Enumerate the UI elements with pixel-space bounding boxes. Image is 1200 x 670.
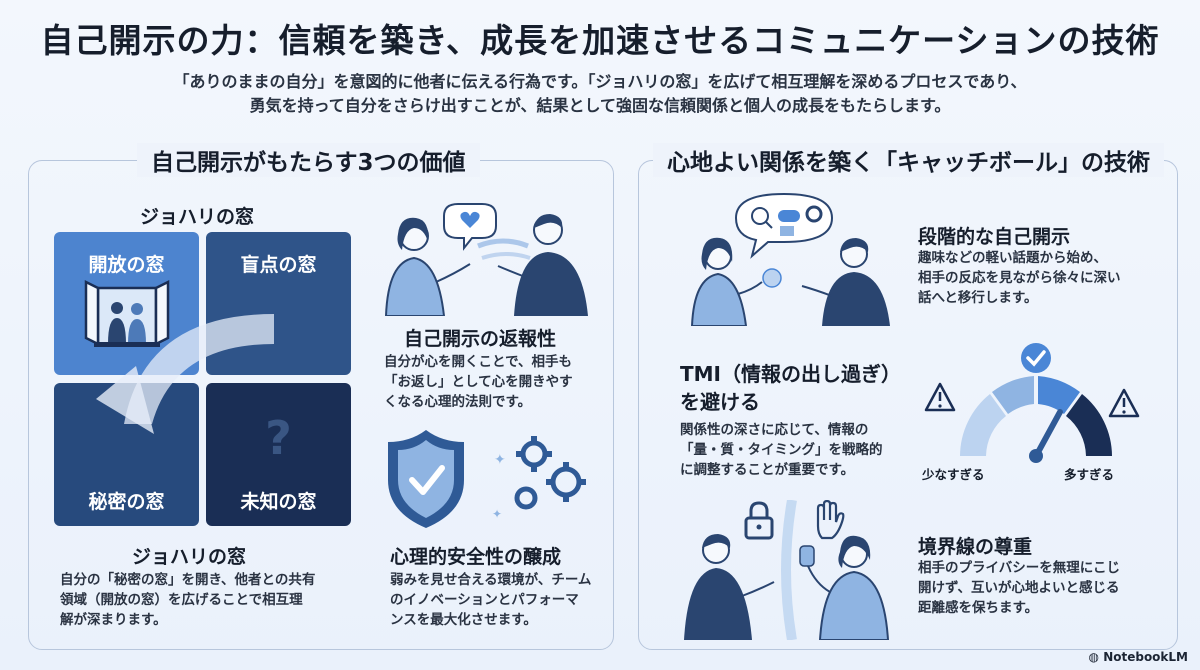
svg-text:✦: ✦ bbox=[494, 452, 506, 468]
reciprocity-text: 自分が心を開くことで、相手も 「お返し」として心を開きやす くなる心理的法則です… bbox=[384, 352, 573, 412]
psychological-safety-illustration: ✦ ✦ bbox=[388, 430, 586, 528]
tmi-heading-line-2: を避ける bbox=[680, 390, 760, 414]
gauge-high-label: 多すぎる bbox=[1064, 467, 1115, 482]
psychological-safety-text-line: 弱みを見せ合える環境が、チーム bbox=[390, 572, 592, 588]
values-panel: 自己開示がもたらす3つの価値 bbox=[28, 143, 614, 650]
gradual-disclosure-heading: 段階的な自己開示 bbox=[918, 226, 1071, 248]
notebooklm-brand: ◍ NotebookLM bbox=[1089, 650, 1188, 664]
catchball-panel-title: 心地よい関係を築く「キャッチボール」の技術 bbox=[653, 143, 1164, 177]
gradual-disclosure-text-line: 趣味などの軽い話題から始め、 bbox=[918, 250, 1107, 266]
expand-arrow-icon bbox=[96, 314, 274, 434]
johari-caption-line: 領域（開放の窓）を広げることで相互理 bbox=[60, 592, 303, 608]
unknown-window-label: 未知の窓 bbox=[240, 491, 317, 513]
notebooklm-logo-icon: ◍ bbox=[1088, 650, 1104, 664]
boundary-text-line: 距離感を保ちます。 bbox=[918, 600, 1039, 616]
tmi-heading: TMI（情報の出し過ぎ） を避ける bbox=[680, 360, 901, 416]
boundary-heading: 境界線の尊重 bbox=[918, 536, 1033, 558]
boundary-illustration bbox=[684, 500, 890, 640]
boundary-text: 相手のプライバシーを無理にこじ 開けず、互いが心地よいと感じる 距離感を保ちます… bbox=[918, 558, 1120, 618]
psychological-safety-text-line: のイノベーションとパフォーマ bbox=[390, 592, 579, 608]
tmi-text: 関係性の深さに応じて、情報の 「量・質・タイミング」を戦略的 に調整することが重… bbox=[680, 420, 883, 480]
question-mark-icon: ? bbox=[265, 411, 292, 465]
catchball-panel: 心地よい関係を築く「キャッチボール」の技術 bbox=[638, 143, 1178, 650]
reciprocity-text-line: 自分が心を開くことで、相手も bbox=[384, 354, 573, 370]
page-subtitle: 「ありのままの自分」を意図的に他者に伝える行為です。「ジョハリの窓」を広げて相互… bbox=[100, 70, 1100, 118]
psychological-safety-text-line: ンスを最大化させます。 bbox=[390, 612, 537, 628]
values-panel-title: 自己開示がもたらす3つの価値 bbox=[137, 143, 480, 177]
psychological-safety-text: 弱みを見せ合える環境が、チーム のイノベーションとパフォーマ ンスを最大化させま… bbox=[390, 570, 591, 630]
johari-caption-line: 自分の「秘密の窓」を開き、他者との共有 bbox=[60, 572, 316, 588]
gradual-disclosure-text: 趣味などの軽い話題から始め、 相手の反応を見ながら徐々に深い 話へと移行します。 bbox=[918, 248, 1121, 308]
svg-text:✦: ✦ bbox=[492, 507, 502, 521]
blind-window-label: 盲点の窓 bbox=[240, 254, 317, 276]
gauge-low-label: 少なすぎる bbox=[922, 467, 985, 482]
johari-caption: 自分の「秘密の窓」を開き、他者との共有 領域（開放の窓）を広げることで相互理 解… bbox=[60, 570, 315, 630]
hidden-window-label: 秘密の窓 bbox=[88, 491, 165, 513]
tmi-text-line: 関係性の深さに応じて、情報の bbox=[680, 422, 869, 438]
boundary-text-line: 開けず、互いが心地よいと感じる bbox=[918, 580, 1120, 596]
brand-label: NotebookLM bbox=[1103, 650, 1188, 664]
unknown-window-pane: ? 未知の窓 bbox=[206, 383, 351, 526]
open-window-icon bbox=[84, 279, 170, 347]
page-title: 自己開示の力：信頼を築き、成長を加速させるコミュニケーションの技術 bbox=[40, 21, 1160, 60]
subtitle-line-2: 勇気を持って自分をさらけ出すことが、結果として強固な信頼関係と個人の成長をもたら… bbox=[249, 96, 951, 115]
information-gauge bbox=[924, 343, 1140, 463]
johari-caption-heading: ジョハリの窓 bbox=[132, 546, 247, 568]
blind-window-pane: 盲点の窓 bbox=[206, 232, 351, 375]
tmi-text-line: に調整することが重要です。 bbox=[680, 462, 855, 478]
gradual-disclosure-text-line: 相手の反応を見ながら徐々に深い bbox=[918, 270, 1121, 286]
catchball-illustration bbox=[690, 192, 890, 326]
reciprocity-heading: 自己開示の返報性 bbox=[404, 328, 557, 350]
psychological-safety-heading: 心理的安全性の醸成 bbox=[390, 546, 562, 568]
subtitle-line-1: 「ありのままの自分」を意図的に他者に伝える行為です。「ジョハリの窓」を広げて相互… bbox=[173, 72, 1027, 91]
tmi-text-line: 「量・質・タイミング」を戦略的 bbox=[680, 442, 883, 458]
tmi-heading-line-1: TMI（情報の出し過ぎ） bbox=[680, 362, 901, 386]
johari-caption-line: 解が深まります。 bbox=[60, 612, 167, 628]
reciprocity-illustration bbox=[384, 203, 588, 316]
johari-heading: ジョハリの窓 bbox=[140, 206, 255, 228]
open-window-label: 開放の窓 bbox=[88, 254, 165, 276]
reciprocity-text-line: くなる心理的法則です。 bbox=[384, 394, 532, 410]
boundary-text-line: 相手のプライバシーを無理にこじ bbox=[918, 560, 1120, 576]
gradual-disclosure-text-line: 話へと移行します。 bbox=[918, 290, 1038, 306]
reciprocity-text-line: 「お返し」として心を開きやす bbox=[384, 374, 573, 390]
